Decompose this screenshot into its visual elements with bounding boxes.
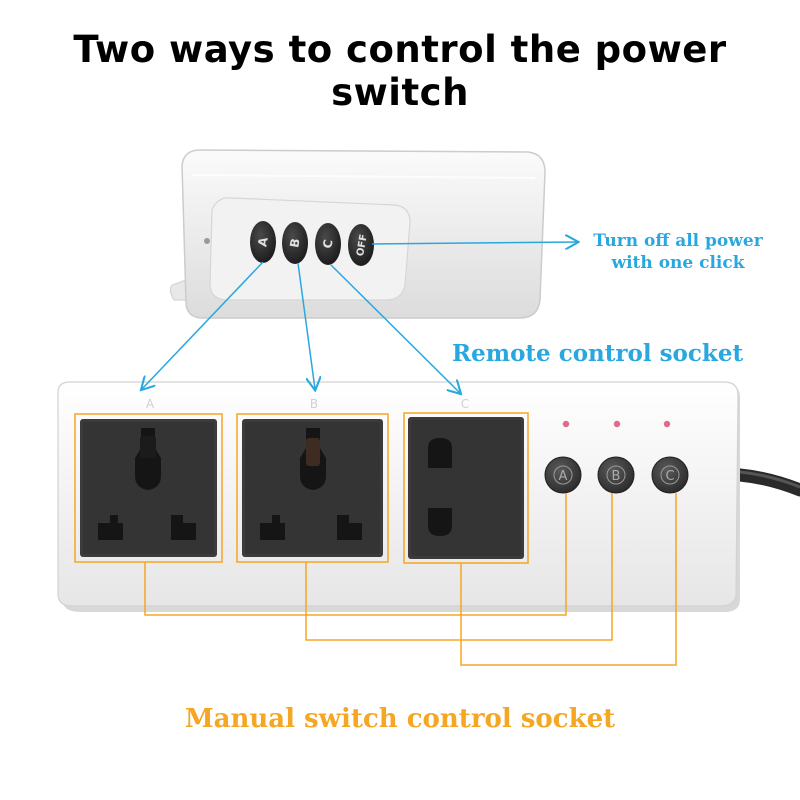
indicator-led-b — [613, 420, 621, 428]
socket-c — [403, 412, 529, 564]
indicator-led-c — [663, 420, 671, 428]
indicator-led-a — [562, 420, 570, 428]
off-annotation-line2: with one click — [611, 253, 745, 273]
remote-button-c[interactable]: C — [315, 223, 341, 265]
page-title: Two ways to control the power switch — [73, 28, 727, 114]
socket-mark-c: C — [461, 397, 469, 411]
remote-arrows — [142, 242, 577, 393]
power-strip — [57, 381, 740, 612]
remote-button-b[interactable]: B — [282, 222, 308, 264]
strip-button-c[interactable]: C — [651, 456, 689, 494]
strip-button-b[interactable]: B — [597, 456, 635, 494]
strip-button-a[interactable]: A — [544, 456, 582, 494]
socket-mark-a: A — [146, 397, 155, 411]
manual-connector-lines — [144, 493, 677, 666]
socket-b — [236, 413, 389, 563]
socket-a — [74, 413, 223, 563]
svg-text:OFF: OFF — [355, 233, 370, 257]
svg-text:A: A — [559, 469, 568, 484]
svg-text:C: C — [665, 469, 674, 484]
remote-button-off[interactable]: OFF — [348, 224, 374, 266]
remote-led — [204, 238, 210, 244]
remote-button-a[interactable]: A — [250, 221, 276, 263]
off-annotation-line1: Turn off all power — [593, 231, 763, 251]
remote-annotation: Remote control socket — [452, 340, 744, 367]
manual-annotation: Manual switch control socket — [184, 704, 616, 734]
power-cord — [733, 468, 800, 497]
svg-text:B: B — [612, 469, 621, 484]
off-annotation: Turn off all power with one click — [578, 230, 778, 274]
socket-mark-b: B — [310, 397, 318, 411]
svg-text:C: C — [320, 238, 335, 249]
svg-text:A: A — [255, 236, 271, 248]
svg-text:B: B — [287, 237, 302, 248]
